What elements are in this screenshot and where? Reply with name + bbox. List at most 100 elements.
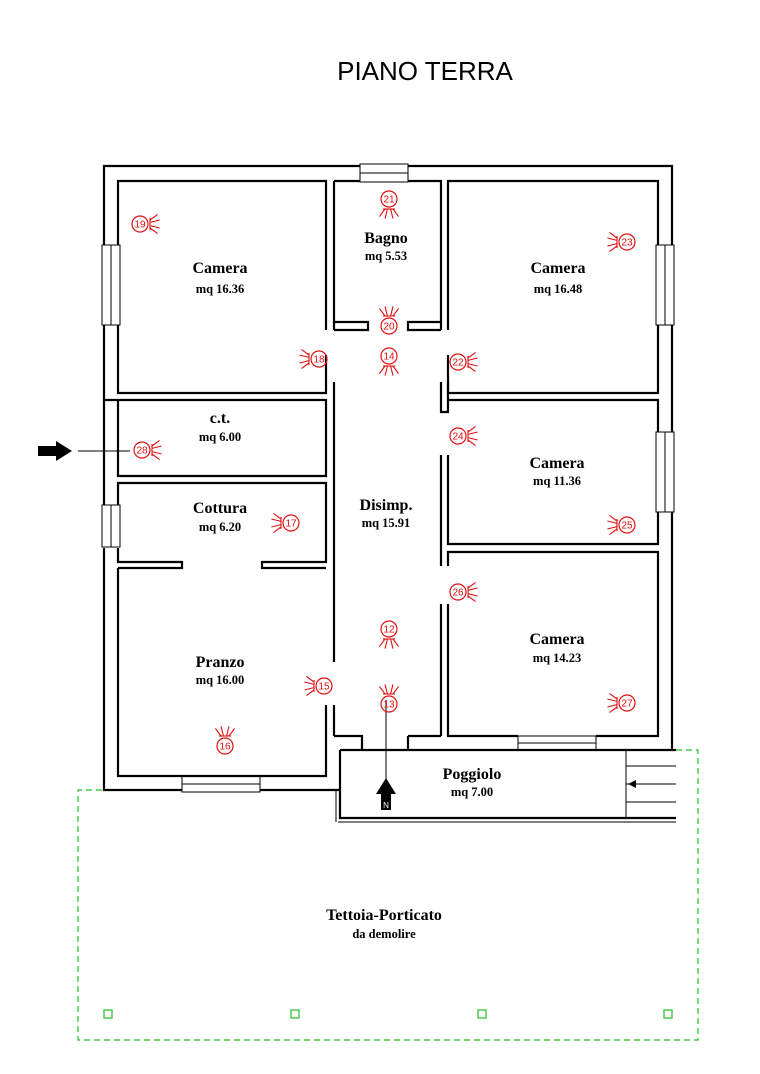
marker-ray bbox=[607, 704, 618, 708]
plan-title: PIANO TERRA bbox=[337, 56, 513, 86]
marker-number: 27 bbox=[621, 699, 633, 710]
photo-marker: 12 bbox=[378, 620, 400, 649]
marker-ray bbox=[390, 365, 394, 376]
marker-ray bbox=[607, 698, 618, 702]
marker-circle bbox=[618, 694, 636, 712]
room-label-disimp: Disimp. mq 15.91 bbox=[360, 497, 413, 530]
marker-ray bbox=[299, 360, 310, 364]
marker-circle bbox=[618, 516, 636, 534]
porch-post bbox=[290, 1009, 300, 1019]
marker-ray bbox=[609, 692, 618, 700]
marker-circle bbox=[282, 514, 300, 532]
north-letter: N bbox=[383, 801, 389, 810]
marker-ray bbox=[467, 439, 476, 447]
marker-circle bbox=[133, 441, 151, 459]
photo-marker: 18 bbox=[299, 348, 328, 370]
marker-ray bbox=[392, 638, 400, 647]
marker-number: 19 bbox=[134, 220, 146, 231]
marker-ray bbox=[467, 363, 478, 367]
marker-number: 18 bbox=[313, 355, 325, 366]
marker-circle bbox=[380, 190, 398, 208]
marker-number: 21 bbox=[383, 195, 395, 206]
photo-marker: 19 bbox=[131, 213, 160, 235]
marker-ray bbox=[149, 219, 160, 223]
marker-number: 16 bbox=[219, 742, 231, 753]
marker-ray bbox=[384, 638, 388, 649]
marker-ray bbox=[467, 357, 478, 361]
marker-ray bbox=[467, 437, 478, 441]
entrance-arrow-south: N bbox=[376, 778, 396, 810]
marker-ray bbox=[301, 348, 310, 356]
marker-number: 23 bbox=[621, 238, 633, 249]
marker-circle bbox=[380, 620, 398, 638]
marker-ray bbox=[151, 451, 162, 455]
exterior-walls bbox=[102, 164, 674, 792]
marker-number: 20 bbox=[383, 322, 395, 333]
marker-ray bbox=[378, 308, 386, 317]
marker-ray bbox=[467, 587, 478, 591]
room-name: Disimp. bbox=[360, 497, 413, 514]
interior-walls bbox=[102, 320, 660, 778]
marker-ray bbox=[214, 728, 222, 737]
porch-outline bbox=[77, 749, 699, 1041]
room-label-tettoia: Tettoia-Porticato da demolire bbox=[326, 907, 442, 941]
marker-number: 25 bbox=[621, 521, 633, 532]
marker-ray bbox=[226, 726, 230, 737]
porch-post bbox=[477, 1009, 487, 1019]
marker-circle bbox=[380, 347, 398, 365]
marker-ray bbox=[304, 681, 315, 685]
marker-ray bbox=[378, 638, 386, 647]
photo-marker: 27 bbox=[607, 692, 636, 714]
marker-ray bbox=[306, 675, 315, 683]
room-name: Tettoia-Porticato bbox=[326, 907, 442, 924]
room-label-cottura: Cottura mq 6.20 bbox=[193, 500, 247, 534]
photo-marker: 26 bbox=[449, 581, 478, 603]
marker-circle bbox=[449, 353, 467, 371]
marker-number: 12 bbox=[383, 625, 395, 636]
photo-marker: 16 bbox=[214, 726, 236, 755]
marker-circle bbox=[380, 317, 398, 335]
room-name: Pranzo bbox=[196, 654, 245, 671]
porch-post bbox=[663, 1009, 673, 1019]
marker-number: 15 bbox=[318, 682, 330, 693]
room-area: mq 16.36 bbox=[196, 282, 245, 296]
marker-ray bbox=[467, 593, 478, 597]
marker-ray bbox=[151, 445, 162, 449]
room-area: mq 16.48 bbox=[534, 282, 583, 296]
marker-ray bbox=[392, 308, 400, 317]
room-name: c.t. bbox=[210, 410, 230, 427]
marker-ray bbox=[467, 581, 476, 589]
room-note: da demolire bbox=[352, 927, 416, 941]
room-area: mq 7.00 bbox=[451, 785, 493, 799]
marker-circle bbox=[618, 233, 636, 251]
marker-ray bbox=[151, 453, 160, 461]
photo-marker: 28 bbox=[133, 439, 162, 461]
marker-ray bbox=[609, 706, 618, 714]
marker-ray bbox=[301, 362, 310, 370]
room-name: Bagno bbox=[364, 230, 408, 247]
photo-marker: 21 bbox=[378, 190, 400, 219]
marker-ray bbox=[392, 208, 400, 217]
room-label-camera-se: Camera mq 14.23 bbox=[529, 631, 584, 665]
marker-ray bbox=[384, 306, 388, 317]
windows bbox=[101, 163, 675, 793]
marker-number: 28 bbox=[136, 446, 148, 457]
marker-ray bbox=[607, 520, 618, 524]
room-name: Camera bbox=[192, 260, 247, 277]
marker-ray bbox=[467, 431, 478, 435]
marker-ray bbox=[271, 524, 282, 528]
marker-ray bbox=[220, 726, 224, 737]
room-name: Camera bbox=[530, 260, 585, 277]
marker-ray bbox=[228, 728, 236, 737]
photo-marker: 13 bbox=[378, 684, 400, 713]
marker-ray bbox=[271, 518, 282, 522]
marker-ray bbox=[151, 439, 160, 447]
marker-number: 17 bbox=[285, 519, 297, 530]
photo-marker: 25 bbox=[607, 514, 636, 536]
room-name: Camera bbox=[529, 631, 584, 648]
marker-ray bbox=[273, 512, 282, 520]
marker-circle bbox=[131, 215, 149, 233]
balcony bbox=[335, 700, 676, 823]
room-area: mq 16.00 bbox=[196, 673, 245, 687]
